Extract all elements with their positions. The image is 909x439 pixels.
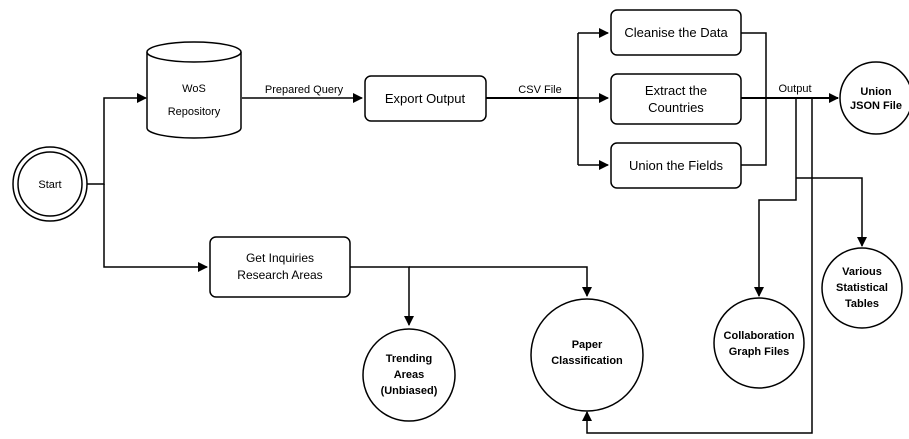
label-csv-file: CSV File [518,84,561,96]
trending-label-line3: (Unbiased) [381,385,438,397]
node-statistical-tables: Various Statistical Tables [821,247,903,329]
wos-label-line2: Repository [168,106,221,118]
edge-start-wos [87,93,147,185]
edge-inquiries-paper [409,266,592,297]
union-json-label-line2: JSON File [850,100,902,112]
node-wos-repository: WoS Repository [146,41,242,139]
tables-label-line1: Various [842,266,882,278]
node-extract-countries: Extract the Countries [610,73,742,125]
node-export-output: Export Output [364,75,487,122]
union-json-label-line1: Union [860,86,891,98]
collab-label-line1: Collaboration [724,330,795,342]
trending-label-line1: Trending [386,353,432,365]
node-cleanse-data: Cleanise the Data [610,9,742,56]
node-union-fields: Union the Fields [610,142,742,189]
collab-label-line2: Graph Files [729,346,790,358]
node-paper-classification: Paper Classification [530,298,644,412]
node-trending-areas: Trending Areas (Unbiased) [362,328,456,422]
edge-output-tables [796,177,867,247]
wos-label-line1: WoS [182,83,206,95]
tables-label-line3: Tables [845,298,879,310]
node-get-inquiries: Get Inquiries Research Areas [209,236,351,298]
edge-output-collab [754,98,797,297]
trending-label-line2: Areas [394,369,425,381]
node-union-json: Union JSON File [839,61,909,135]
extract-label-line1: Extract the [645,83,707,98]
union-fields-label: Union the Fields [629,158,723,173]
inquiries-label-line2: Research Areas [237,268,322,282]
edge-start-inquiries [103,184,208,272]
inquiries-label-line1: Get Inquiries [246,251,314,265]
edge-inquiries-trending [350,266,414,326]
cleanse-label: Cleanise the Data [624,25,728,40]
extract-label-line2: Countries [648,100,704,115]
label-output: Output [778,83,811,95]
export-label: Export Output [385,91,466,106]
start-label: Start [38,179,61,191]
label-prepared-query: Prepared Query [265,84,344,96]
tables-label-line2: Statistical [836,282,888,294]
node-start: Start [12,146,88,222]
paper-label-line2: Classification [551,355,623,367]
node-collaboration-graph: Collaboration Graph Files [713,297,805,389]
paper-label-line1: Paper [572,339,603,351]
edge-output-paper [582,98,813,434]
